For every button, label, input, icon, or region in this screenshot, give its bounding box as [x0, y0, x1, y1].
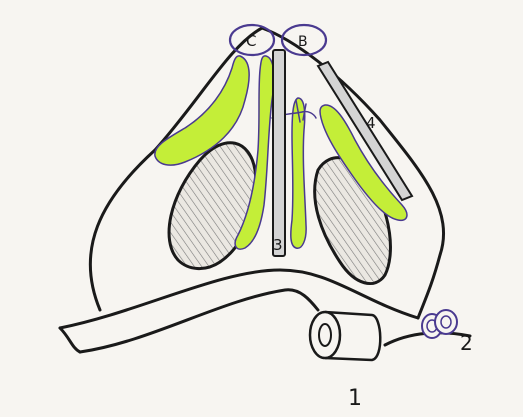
strut-3: [273, 50, 285, 256]
label-4: 4: [366, 114, 376, 132]
label-2: 2: [460, 331, 473, 355]
label-3: 3: [273, 236, 283, 254]
label-b: B: [298, 34, 308, 50]
label-c: C: [246, 32, 256, 50]
cylinder-graft-1: [310, 312, 380, 360]
label-1: 1: [348, 386, 362, 411]
graft-strip-right-medial: [291, 98, 306, 248]
